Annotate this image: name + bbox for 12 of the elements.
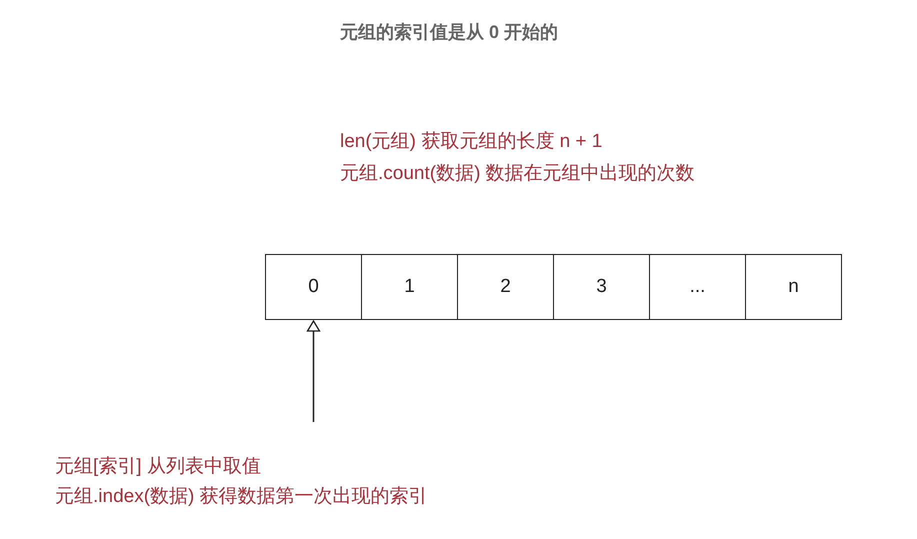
index-cell: ... — [649, 254, 746, 320]
heading: 元组的索引值是从 0 开始的 — [340, 21, 558, 44]
annotation-text: 元组.index(数据) 获得数据第一次出现的索引 — [55, 485, 429, 509]
arrow — [306, 320, 320, 422]
note-text: 元组.count(数据) 数据在元组中出现的次数 — [340, 162, 695, 186]
index-cell: 2 — [457, 254, 554, 320]
note-text: len(元组) 获取元组的长度 n + 1 — [340, 130, 602, 154]
index-cell: 0 — [265, 254, 362, 320]
index-cell: 1 — [361, 254, 458, 320]
index-cell: n — [745, 254, 842, 320]
index-cell: 3 — [553, 254, 650, 320]
annotation-text: 元组[索引] 从列表中取值 — [55, 455, 262, 479]
